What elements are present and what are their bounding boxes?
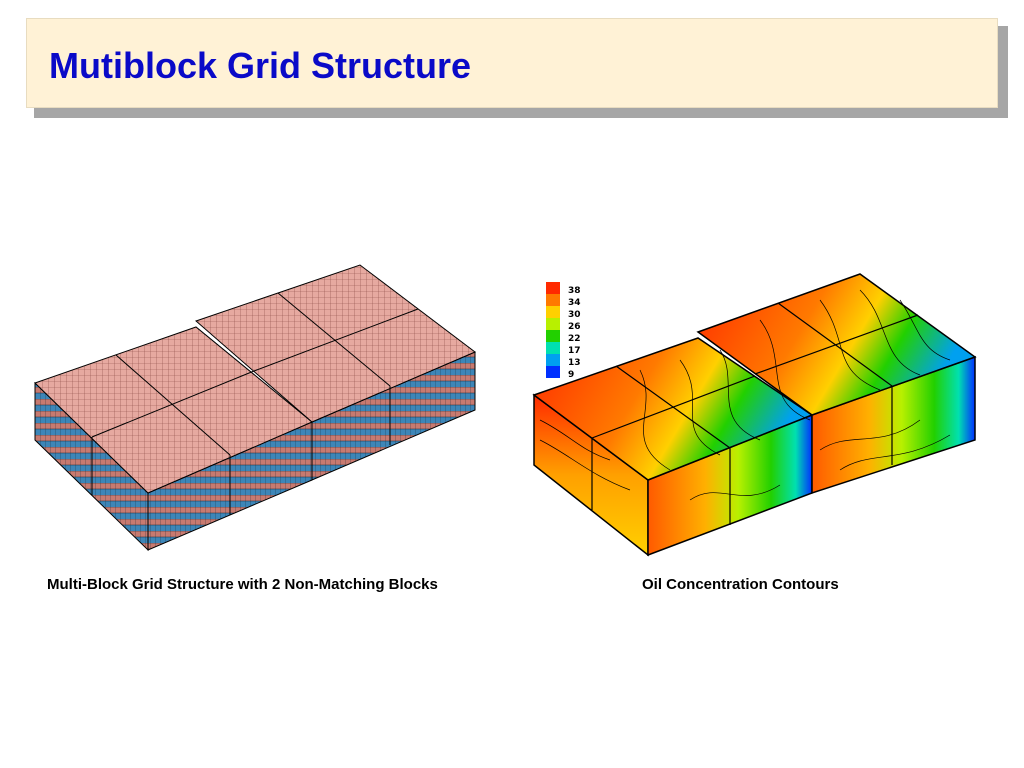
legend-label: 26 bbox=[568, 322, 581, 332]
back-block-top bbox=[195, 264, 476, 423]
title-banner: Mutiblock Grid Structure bbox=[26, 18, 998, 108]
legend-swatch bbox=[546, 318, 560, 330]
legend-label: 38 bbox=[568, 286, 581, 296]
legend-swatch bbox=[546, 306, 560, 318]
contour-lines bbox=[539, 289, 951, 501]
legend-label: 30 bbox=[568, 310, 581, 320]
legend-label: 9 bbox=[568, 370, 574, 380]
grid-structure-figure bbox=[34, 264, 476, 552]
legend-swatch bbox=[546, 294, 560, 306]
legend-swatch bbox=[546, 366, 560, 378]
legend-label: 17 bbox=[568, 346, 581, 356]
legend-swatch bbox=[546, 354, 560, 366]
right-figure-caption: Oil Concentration Contours bbox=[642, 576, 839, 593]
oil-concentration-figure: 38 34 30 26 22 17 13 9 bbox=[532, 273, 977, 557]
legend-label: 22 bbox=[568, 334, 581, 344]
slide-title: Mutiblock Grid Structure bbox=[49, 45, 472, 86]
legend-swatch bbox=[546, 330, 560, 342]
color-legend: 38 34 30 26 22 17 13 9 bbox=[546, 282, 581, 380]
left-figure-caption: Multi-Block Grid Structure with 2 Non-Ma… bbox=[47, 576, 438, 593]
legend-swatch bbox=[546, 282, 560, 294]
legend-swatch bbox=[546, 342, 560, 354]
legend-label: 34 bbox=[568, 298, 581, 308]
legend-label: 13 bbox=[568, 358, 581, 368]
